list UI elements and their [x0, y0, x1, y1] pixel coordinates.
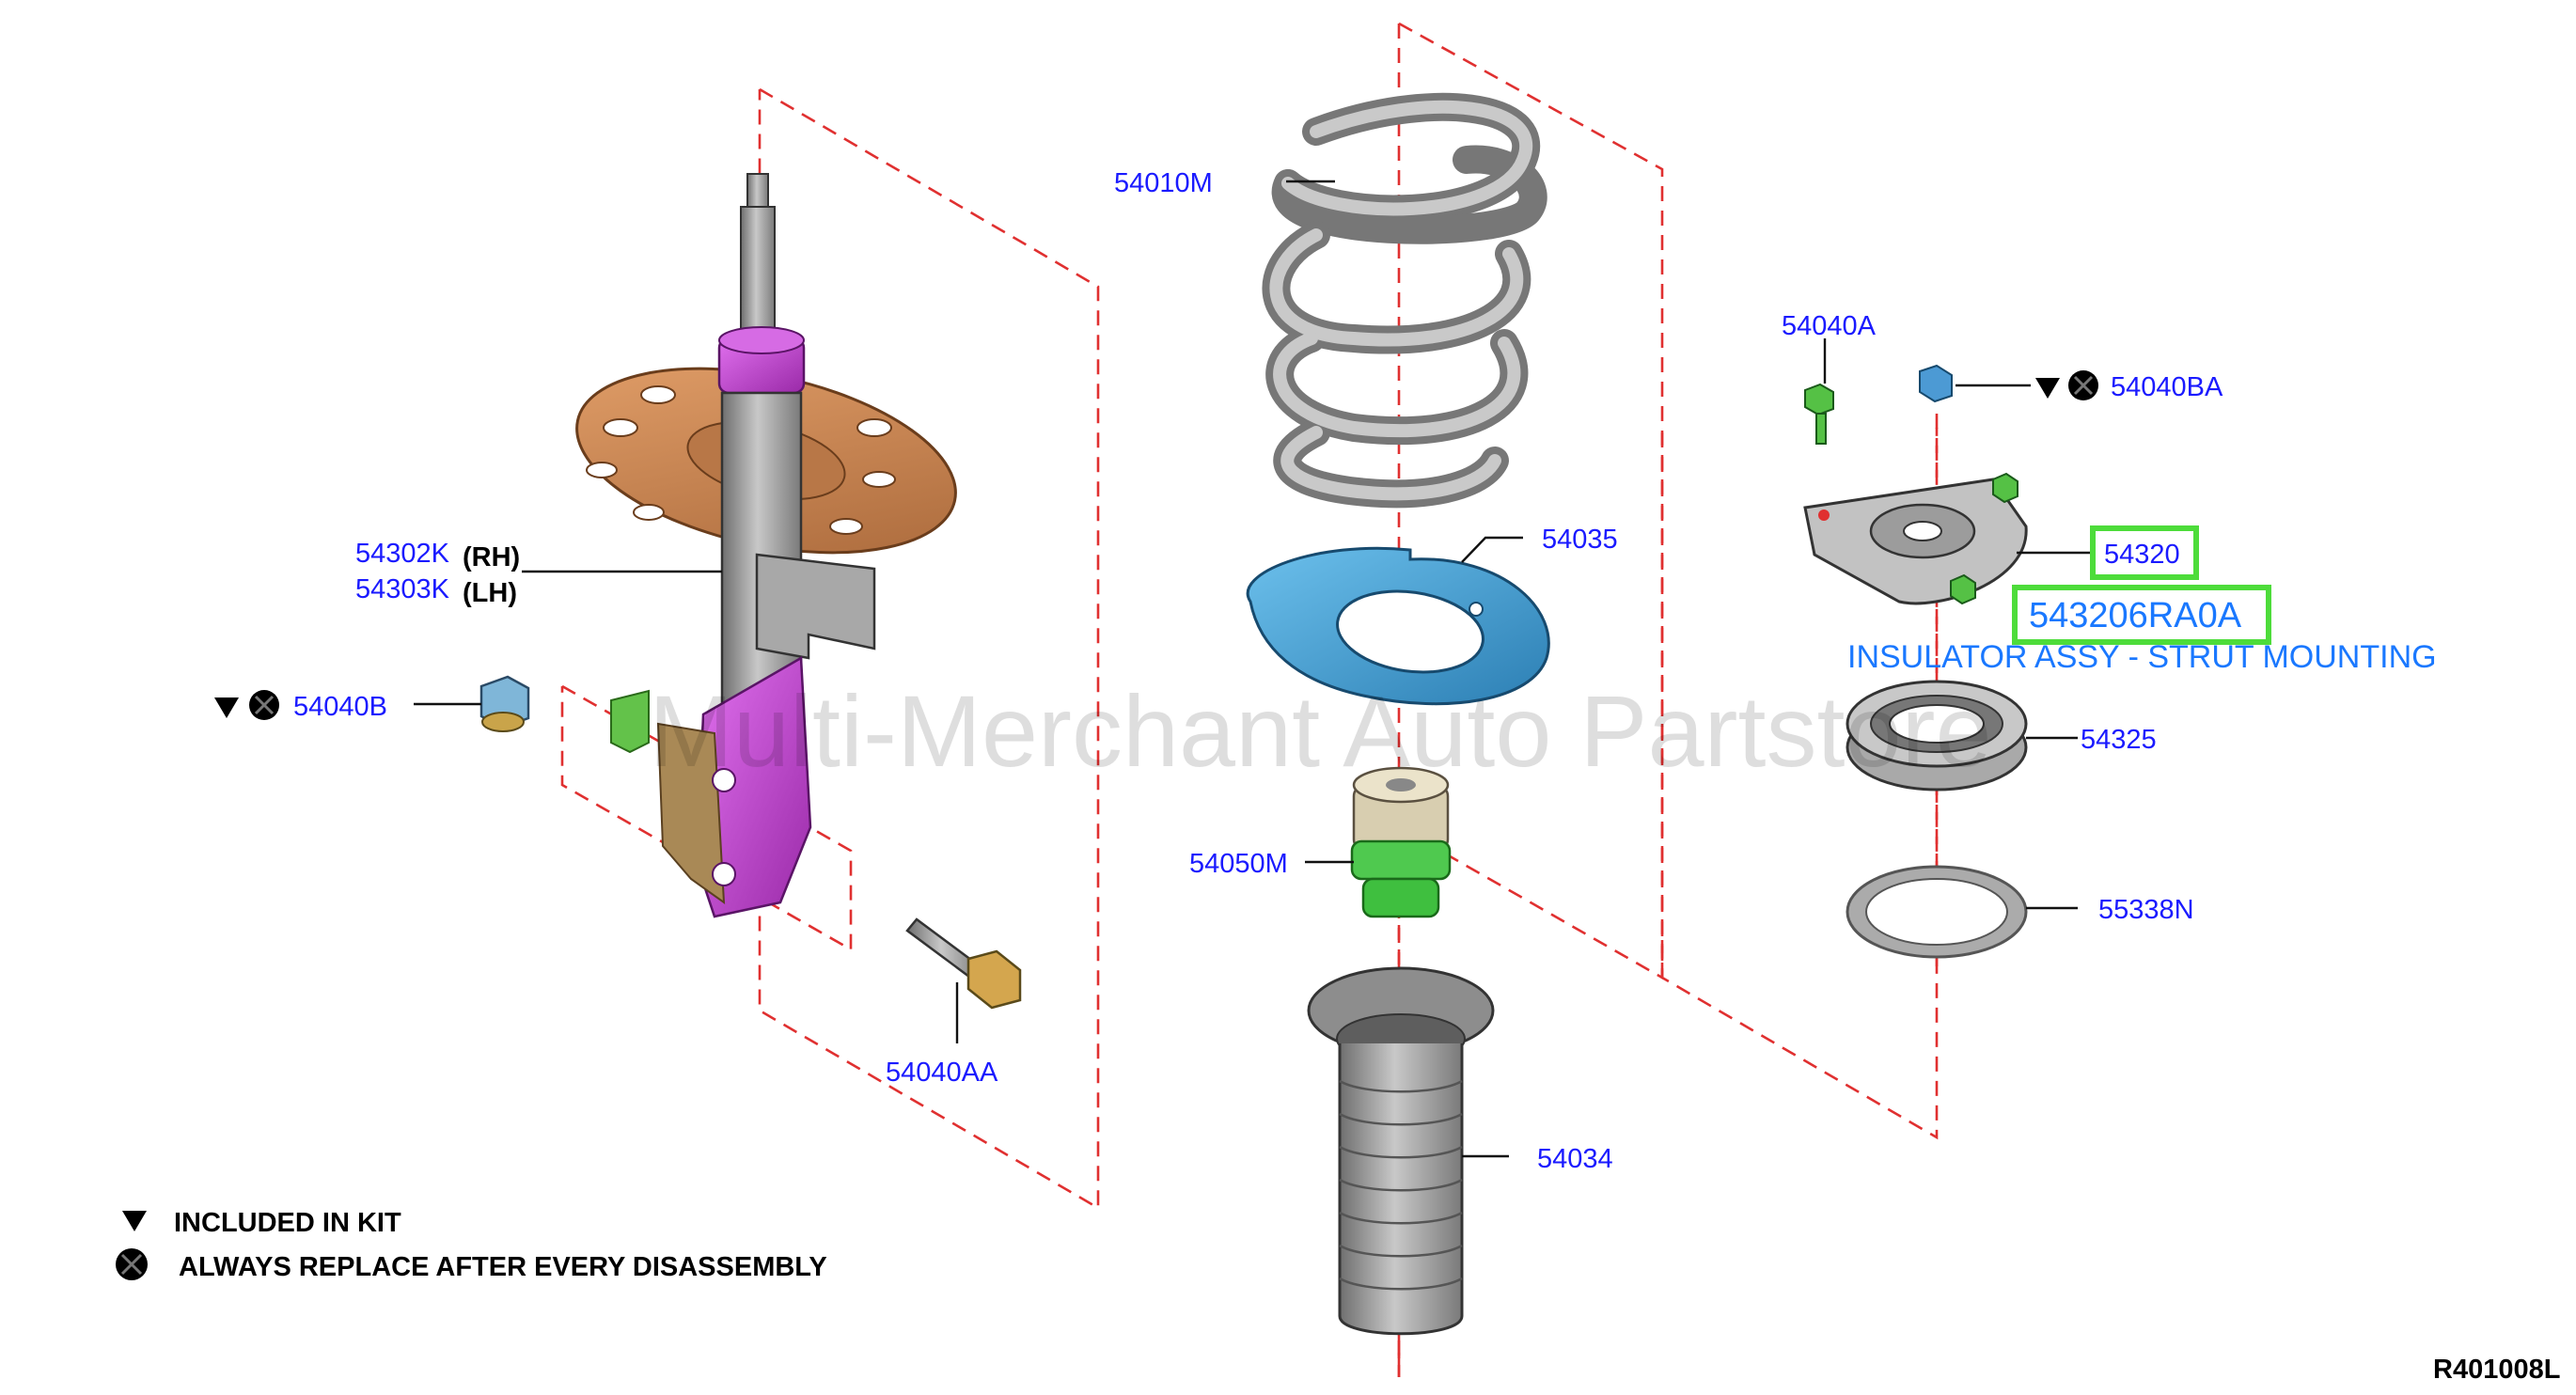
insulator-54320	[1803, 472, 2028, 605]
watermark: Multi-Merchant Auto Partstore	[649, 674, 1992, 788]
bolt-54040a	[1804, 383, 1834, 445]
dust-cover-54034	[1307, 966, 1495, 1336]
highlight-box-543206ra0a	[2012, 585, 2271, 645]
label-insulator-description: INSULATOR ASSY - STRUT MOUNTING	[1847, 639, 2437, 675]
bearing-54325	[1846, 680, 2028, 792]
label-54303k[interactable]: 54303K	[355, 574, 450, 604]
bound-bumper-54050m	[1350, 766, 1452, 918]
highlight-box-54320	[2090, 525, 2199, 580]
kit-replace-markers-54040b	[214, 690, 279, 720]
label-54010m[interactable]: 54010M	[1114, 168, 1213, 198]
diagram-code: R401008L	[2433, 1355, 2560, 1385]
legend: INCLUDED IN KIT ALWAYS REPLACE AFTER EVE…	[116, 1208, 827, 1282]
included-in-kit-icon	[214, 698, 239, 718]
coil-spring-highlight	[1269, 100, 1532, 501]
bolt-54040aa	[905, 917, 1022, 1010]
label-54040ba[interactable]: 54040BA	[2111, 372, 2223, 402]
leader-lines	[414, 180, 2092, 1158]
included-in-kit-icon	[2035, 378, 2060, 399]
seat-rubber-55338n	[1846, 865, 2028, 959]
label-55338n[interactable]: 55338N	[2098, 895, 2194, 925]
label-54040a[interactable]: 54040A	[1782, 311, 1877, 341]
label-54320[interactable]: 54320	[2104, 540, 2180, 570]
spring-seat-54035	[1246, 546, 1550, 706]
label-54034[interactable]: 54034	[1537, 1144, 1613, 1174]
kit-replace-markers-54040ba	[2035, 370, 2098, 400]
label-54040b[interactable]: 54040B	[293, 692, 387, 722]
included-in-kit-icon	[122, 1211, 147, 1231]
label-54035[interactable]: 54035	[1542, 525, 1618, 555]
label-54325[interactable]: 54325	[2081, 725, 2157, 755]
strut-assembly	[575, 173, 957, 918]
label-rh: (RH)	[463, 542, 520, 572]
label-54302k[interactable]: 54302K	[355, 539, 450, 569]
label-54050m[interactable]: 54050M	[1189, 849, 1288, 879]
label-543206ra0a[interactable]: 543206RA0A	[2029, 596, 2242, 635]
nut-54040b	[479, 675, 530, 732]
nut-54040ba	[1919, 364, 1953, 403]
legend-always-replace: ALWAYS REPLACE AFTER EVERY DISASSEMBLY	[179, 1252, 827, 1282]
label-54040aa[interactable]: 54040AA	[886, 1058, 998, 1088]
legend-included-in-kit: INCLUDED IN KIT	[174, 1208, 401, 1238]
label-lh: (LH)	[463, 578, 517, 608]
